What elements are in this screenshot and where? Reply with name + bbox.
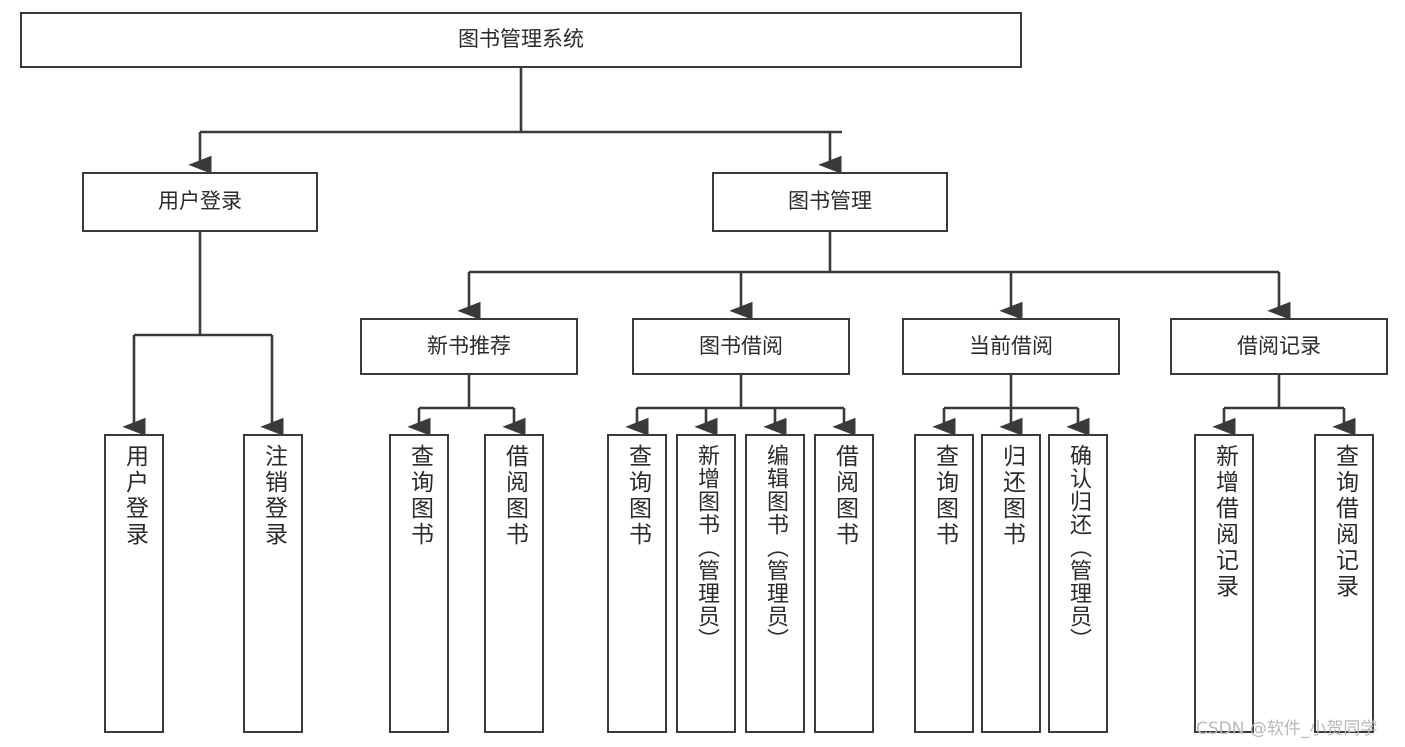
node-leaf-confirm-return[interactable]: 确认归还（管理员）: [1048, 434, 1108, 733]
node-user-login[interactable]: 用户登录: [82, 172, 318, 232]
node-leaf-query-book-1-label: 查询图书: [406, 444, 433, 548]
node-new-book-rec-label: 新书推荐: [427, 333, 511, 358]
node-leaf-return-book-label: 归还图书: [998, 444, 1025, 548]
node-borrow-record[interactable]: 借阅记录: [1170, 318, 1388, 375]
node-book-borrow-label: 图书借阅: [699, 333, 783, 358]
node-leaf-confirm-return-label: 确认归还（管理员）: [1066, 444, 1091, 651]
node-leaf-user-login[interactable]: 用户登录: [104, 434, 164, 733]
node-current-borrow[interactable]: 当前借阅: [902, 318, 1120, 375]
node-leaf-borrow-book-2-label: 借阅图书: [831, 444, 858, 548]
node-leaf-query-book-1[interactable]: 查询图书: [389, 434, 449, 733]
node-new-book-rec[interactable]: 新书推荐: [360, 318, 578, 375]
node-leaf-query-record[interactable]: 查询借阅记录: [1314, 434, 1374, 733]
node-book-borrow[interactable]: 图书借阅: [632, 318, 850, 375]
node-leaf-logout[interactable]: 注销登录: [243, 434, 303, 733]
node-leaf-borrow-book-1[interactable]: 借阅图书: [484, 434, 544, 733]
node-leaf-add-book[interactable]: 新增图书（管理员）: [676, 434, 736, 733]
node-leaf-query-book-2-label: 查询图书: [624, 444, 651, 548]
node-leaf-add-record-label: 新增借阅记录: [1211, 444, 1238, 600]
node-leaf-add-record[interactable]: 新增借阅记录: [1194, 434, 1254, 733]
node-book-manage-label: 图书管理: [788, 189, 872, 214]
node-leaf-return-book[interactable]: 归还图书: [981, 434, 1041, 733]
node-leaf-edit-book[interactable]: 编辑图书（管理员）: [745, 434, 805, 733]
node-leaf-logout-label: 注销登录: [260, 444, 287, 548]
node-book-manage[interactable]: 图书管理: [712, 172, 948, 232]
node-leaf-borrow-book-1-label: 借阅图书: [501, 444, 528, 548]
node-leaf-query-book-2[interactable]: 查询图书: [607, 434, 667, 733]
node-leaf-user-login-label: 用户登录: [121, 444, 148, 548]
node-user-login-label: 用户登录: [158, 189, 242, 214]
node-leaf-edit-book-label: 编辑图书（管理员）: [763, 444, 788, 651]
node-leaf-add-book-label: 新增图书（管理员）: [694, 444, 719, 651]
node-root[interactable]: 图书管理系统: [20, 12, 1022, 68]
node-leaf-query-book-3-label: 查询图书: [931, 444, 958, 548]
node-root-label: 图书管理系统: [458, 27, 584, 52]
node-leaf-query-record-label: 查询借阅记录: [1331, 444, 1358, 600]
node-leaf-query-book-3[interactable]: 查询图书: [914, 434, 974, 733]
node-current-borrow-label: 当前借阅: [969, 333, 1053, 358]
csdn-watermark: CSDN @软件_小贺同学: [1196, 719, 1378, 739]
node-borrow-record-label: 借阅记录: [1237, 333, 1321, 358]
node-leaf-borrow-book-2[interactable]: 借阅图书: [814, 434, 874, 733]
